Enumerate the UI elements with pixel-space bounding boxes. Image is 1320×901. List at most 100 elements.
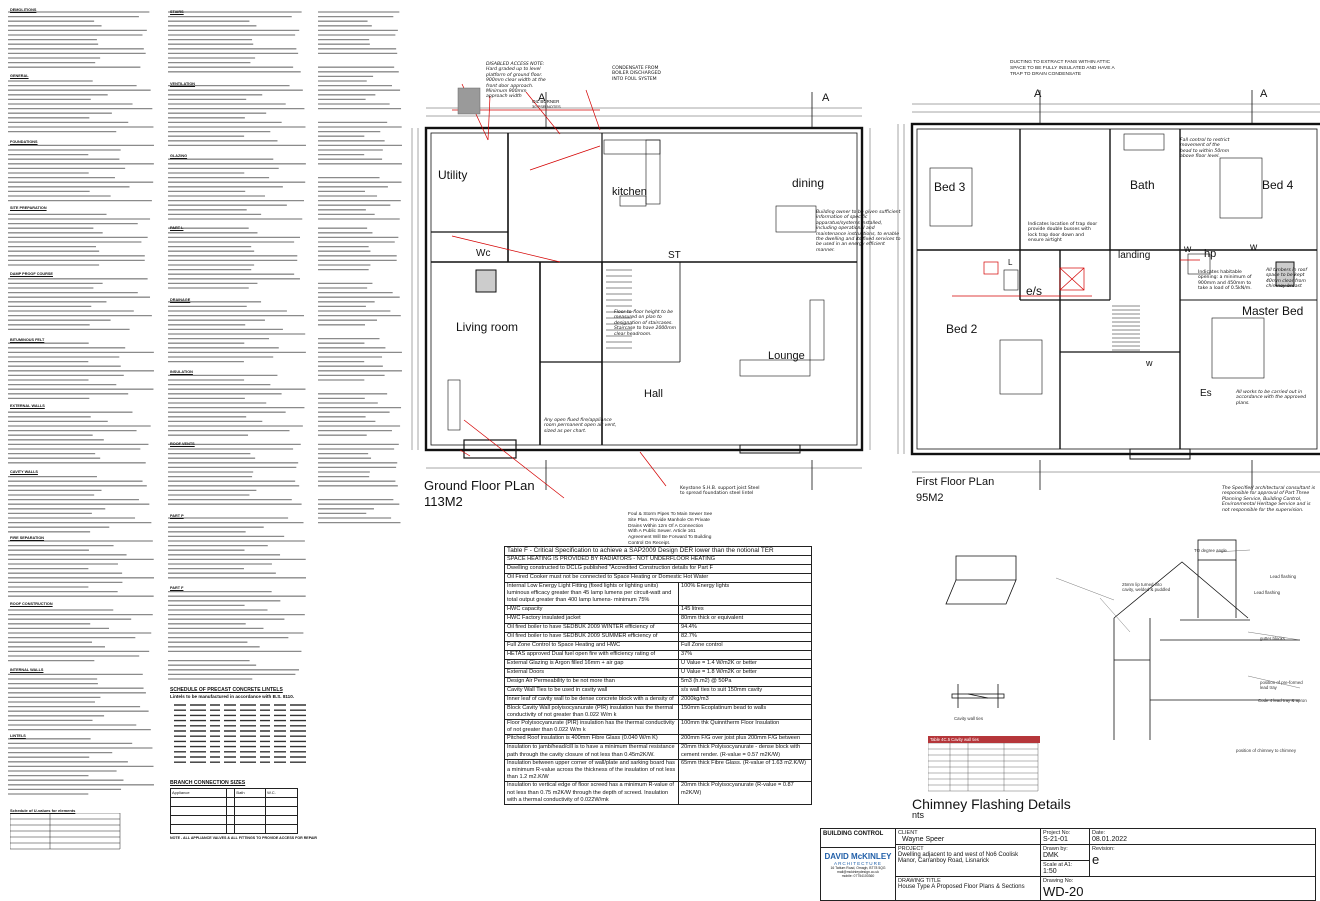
branch-footnote: NOTE - ALL APPLIANCE VALVES & ALL FITTIN…	[170, 835, 318, 840]
spec-row: SPACE HEATING IS PROVIDED BY RADIATORS -…	[504, 555, 812, 565]
firm-sub: ARCHITECTURE	[834, 861, 882, 866]
oil-burner-label: OIL BURNER	[532, 99, 560, 104]
drawn-by-value: DMK	[1043, 852, 1059, 859]
lintel-schedule-rows	[174, 704, 310, 764]
spec-row-item: External Glazing is Argon filled 16mm + …	[504, 658, 679, 669]
room-bed4: Bed 4	[1262, 178, 1294, 192]
chimney-detail-scale: nts	[912, 810, 925, 820]
project-no-value: S-21-01	[1043, 836, 1068, 843]
spec-row-value: 80mm thick or equivalent	[678, 613, 812, 624]
revision-label: Revision:	[1092, 846, 1115, 852]
cavity-wall-tie-sketch	[951, 684, 1005, 708]
gf-note-foul-storm: Foul & Storm Pipes To Main Sewer See Sit…	[628, 512, 713, 546]
firm-name: DAVID McKINLEY	[824, 852, 892, 861]
gf-note-stair: Floor-to-floor height to be measured on …	[614, 310, 677, 337]
notes-column-2	[168, 4, 308, 876]
notes-column-3-lines	[318, 11, 402, 524]
spec-row-value: Full Zone control	[678, 640, 812, 651]
ff-note-fall-control: Fall control to restrict movement of the…	[1180, 138, 1230, 160]
notes-heading: PART P	[170, 514, 184, 518]
room-master-bed: Master Bed	[1242, 304, 1304, 318]
chimney-label-angle: TO degree angle	[1194, 548, 1227, 553]
first-floor-title: First Floor PLan	[916, 476, 995, 488]
room-wc: Wc	[476, 248, 491, 259]
spec-row-value: 5m3 (h.m2) @ 50Pa	[678, 676, 812, 687]
spec-row: Insulation to vertical edge of floor scr…	[504, 781, 812, 806]
spec-row: Design Air Permeability to be not more t…	[504, 676, 812, 687]
room-hotpress: hp	[1204, 248, 1217, 260]
date-cell: Date: 08.01.2022	[1089, 828, 1316, 845]
notes-column-1-lines	[8, 11, 154, 795]
notes-heading: ROOF CONSTRUCTION	[10, 602, 53, 606]
gf-note-keystone: Keystone S.H.B. support joist Steel to s…	[680, 486, 760, 497]
notes-heading: STAIRS	[170, 10, 184, 14]
ff-note-trap-door: Indicates location of trap door provide …	[1028, 222, 1098, 244]
psr-notes-label: 30 PSR NOTES	[532, 104, 561, 109]
spec-row-item: HWC capacity	[504, 604, 679, 615]
u-value-table-title: Schedule of U-values for elements	[10, 808, 76, 813]
chimney-leaders	[1055, 549, 1301, 689]
room-living: Living room	[456, 320, 519, 334]
drawing-no-label: Drawing No:	[1043, 878, 1074, 884]
spec-row-item: Block Cavity Wall polyisocyanurate (PIR)…	[504, 703, 679, 721]
spec-row: HETAS approved Dual fuel open fire with …	[504, 649, 812, 660]
notes-heading: LINTELS	[10, 734, 26, 738]
ff-note-ducting: DUCTING TO EXTRACT FANS WITHIN ATTIC SPA…	[1010, 60, 1115, 77]
notes-heading: SITE PREPARATION	[10, 206, 47, 210]
project-no-cell: Project No: S-21-01	[1040, 828, 1090, 845]
notes-heading: INSULATION	[170, 370, 193, 374]
notes-heading: PART F	[170, 586, 184, 590]
room-bath: Bath	[1130, 178, 1155, 192]
spec-row-item: Oil fired boiler to have SEDBUK 2009 WIN…	[504, 622, 679, 633]
spec-table-title: Table F - Critical Specification to achi…	[504, 546, 812, 556]
revision-value: e	[1092, 852, 1100, 867]
spec-row-value: U Value = 1.8 W/m2K or better	[678, 667, 812, 678]
spec-row-item: Cavity Wall Ties to be used in cavity wa…	[504, 685, 679, 696]
room-store: ST	[668, 250, 681, 261]
spec-row-value: 82.7%	[678, 631, 812, 642]
firm-email: mail@mckinleydesign.co.uk	[837, 870, 879, 874]
spec-row-item: Oil Fired Cooker must not be connected t…	[504, 573, 812, 583]
spec-row: Inner leaf of cavity wall to be dense co…	[504, 694, 812, 705]
cavity-tie-table: Table 4C.5 Cavity wall ties	[927, 736, 1040, 802]
project-cell: PROJECT Dwelling adjacent to and west of…	[895, 844, 1041, 877]
label-l: L	[1008, 258, 1013, 267]
u-value-small-table: Schedule of U-values for elements	[9, 808, 122, 854]
spec-row-value: 65mm thick Fibre Glass. (R-value of 1.63…	[678, 758, 812, 783]
notes-heading: GENERAL	[10, 74, 29, 78]
ff-note-opening: Indicates habitable opening: a minimum o…	[1198, 270, 1252, 292]
section-a-top-left-ff: A	[1034, 88, 1042, 100]
notes-heading: PART L	[170, 226, 184, 230]
revision-cell: Revision: e	[1089, 844, 1316, 877]
spec-row-item: Inner leaf of cavity wall to be dense co…	[504, 694, 679, 705]
notes-heading: GLAZING	[170, 154, 188, 158]
notes-heading: FIRE SEPARATION	[10, 536, 45, 540]
notes-heading: CAVITY WALLS	[10, 470, 38, 474]
spec-row-value: U Value = 1.4 W/m2K or better	[678, 658, 812, 669]
spec-row: Oil fired boiler to have SEDBUK 2009 WIN…	[504, 622, 812, 633]
date-value: 08.01.2022	[1092, 836, 1128, 843]
scale-label: Scale at A1:	[1043, 862, 1073, 868]
spec-row-value: 20mm thick Polyisocyanurate (R-value = 0…	[678, 781, 812, 806]
chimney-label-lead-tray: position of pre-formed lead tray	[1260, 680, 1303, 690]
first-floor-walls	[910, 122, 1320, 460]
first-floor-stairs	[1112, 305, 1140, 351]
room-utility: Utility	[438, 168, 468, 182]
room-dining: dining	[792, 176, 825, 190]
spec-row-item: Oil fired boiler to have SEDBUK 2009 SUM…	[504, 631, 679, 642]
room-landing: landing	[1118, 250, 1151, 261]
notes-heading: EXTERNAL WALLS	[10, 404, 45, 408]
section-a-top-right-gf: A	[822, 92, 830, 104]
gf-note-open-flue: Any open flued fire/appliance room perma…	[544, 418, 617, 434]
drawing-title-value: House Type A Proposed Floor Plans & Sect…	[898, 884, 1025, 890]
spec-row: Oil Fired Cooker must not be connected t…	[504, 573, 812, 583]
spec-row-item: HETAS approved Dual fuel open fire with …	[504, 649, 679, 660]
scale-value: 1:50	[1043, 868, 1057, 875]
red-annotation-lines-ff	[952, 259, 1200, 297]
wardrobe-w-3: w	[1146, 358, 1153, 368]
room-ensuite-top: e/s	[1026, 284, 1043, 298]
wardrobe-w-2: w	[1184, 244, 1192, 255]
ground-floor-dimensions	[411, 107, 871, 469]
